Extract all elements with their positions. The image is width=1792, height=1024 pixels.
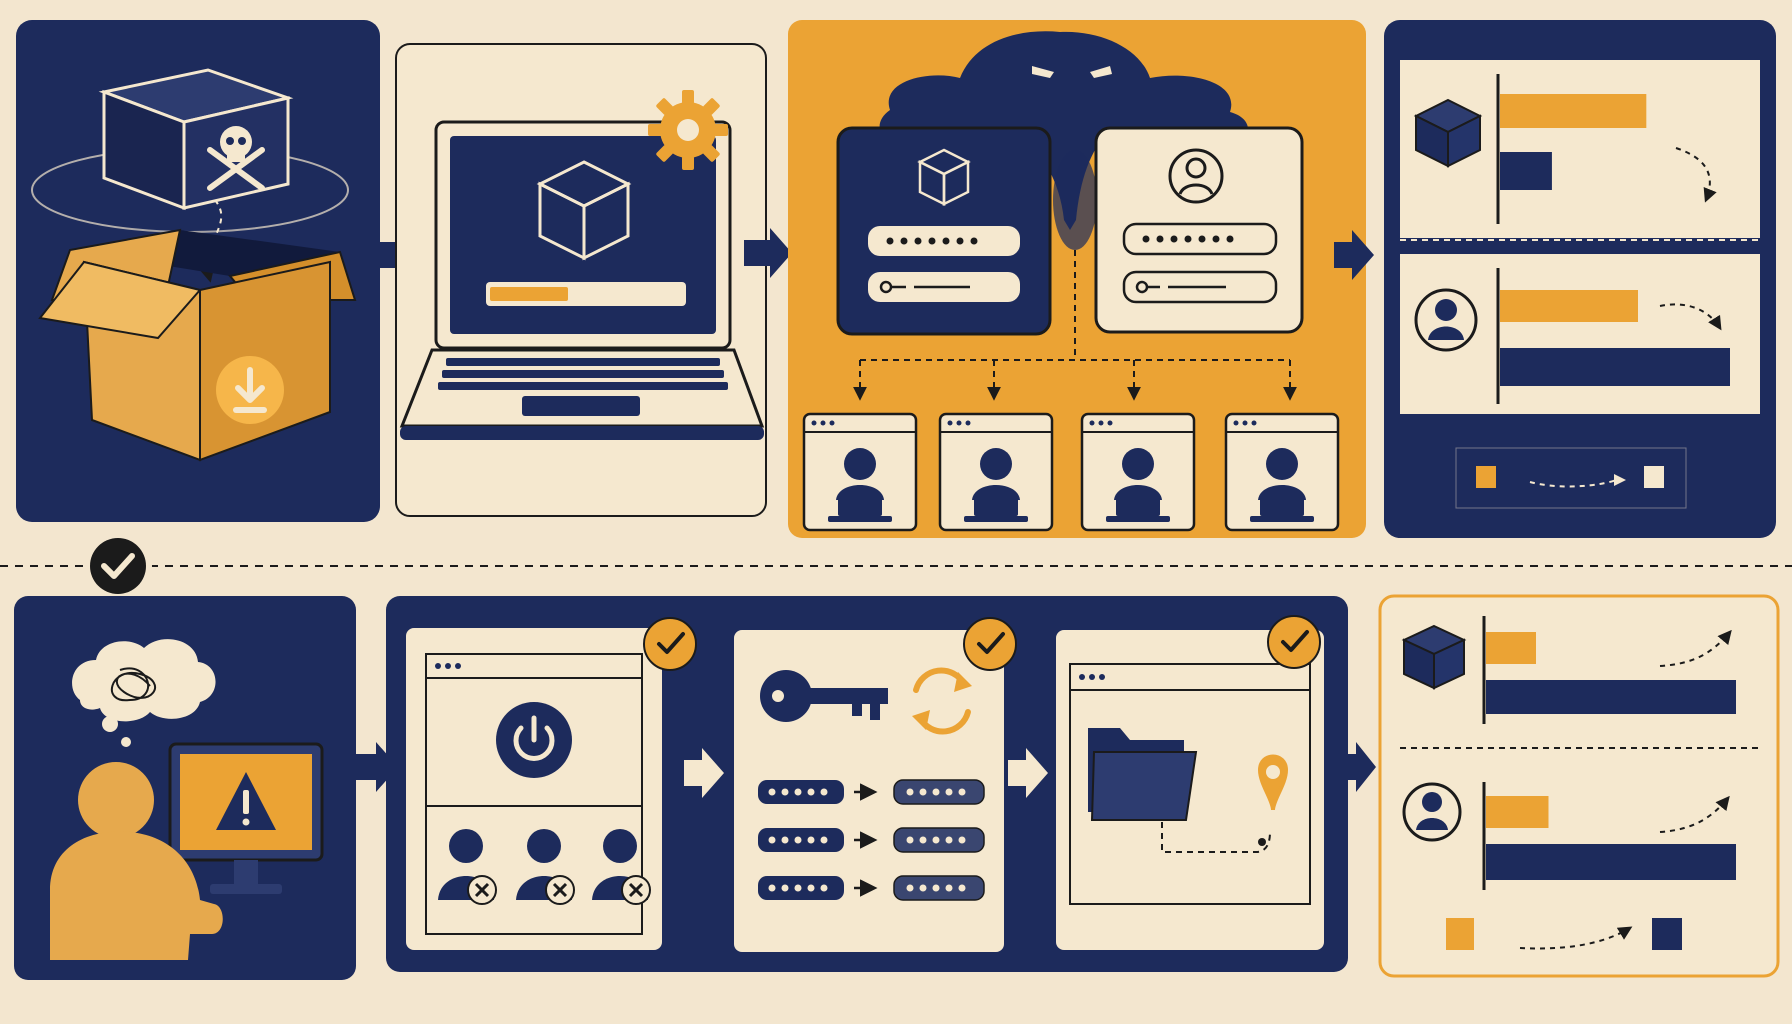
check-icon (84, 532, 152, 600)
panel-impact-bars (1384, 20, 1776, 538)
key-field (868, 272, 1020, 302)
panel-malicious-package (16, 20, 380, 522)
impact-user-bar-secondary (1500, 348, 1730, 386)
user-icon (1414, 288, 1478, 352)
warning-icon (216, 772, 276, 830)
user-icon (1168, 148, 1224, 204)
recovery-package-bar-secondary (1486, 680, 1736, 714)
power-icon (496, 702, 572, 778)
gear-icon (648, 90, 728, 170)
arrow-right (684, 748, 724, 798)
thought-bubble-icon (72, 639, 216, 747)
arrow-right (1334, 230, 1374, 280)
impact-package-bar-primary (1500, 94, 1647, 128)
credential-rotation-row (758, 779, 985, 805)
password-field (868, 226, 1020, 256)
recovery-user-bar-primary (1486, 796, 1549, 828)
step-locate-files (1056, 630, 1324, 950)
user-remove-icon (592, 829, 651, 905)
person-icon (50, 762, 223, 960)
cube-icon (1413, 98, 1483, 168)
browser-user-icon (1080, 412, 1196, 532)
impact-package-bar-secondary (1500, 152, 1552, 190)
recovery-user-bar-secondary (1486, 844, 1736, 880)
credential-rotation-row (758, 827, 985, 853)
cube-icon (1401, 624, 1467, 690)
skull-crossbones-icon (207, 126, 265, 191)
recovery-package-bar-primary (1486, 632, 1536, 664)
credential-rotation-row (758, 875, 985, 901)
panel-user-alert (14, 596, 356, 980)
browser-user-icon (802, 412, 918, 532)
arrow-right (1346, 742, 1376, 792)
arrow-right (356, 742, 398, 792)
legend-key (1455, 447, 1687, 509)
panel-laptop-install (395, 43, 767, 517)
arrow-right (1008, 748, 1048, 798)
step-rotate-credentials (734, 630, 1004, 952)
user-remove-icon (438, 829, 497, 905)
open-box-icon (38, 228, 357, 462)
folder-icon (1088, 728, 1198, 821)
browser-user-icon (938, 412, 1054, 532)
download-icon (216, 356, 284, 424)
password-field (1122, 222, 1278, 256)
check-badge (1267, 615, 1321, 669)
step-shutdown (406, 628, 662, 950)
cube-icon (536, 160, 632, 261)
legend-key (1446, 918, 1682, 950)
key-field (1122, 270, 1278, 304)
check-badge (643, 617, 697, 671)
panel-response-steps (386, 596, 1348, 972)
attacker-shadow-icon (879, 31, 1249, 250)
key-icon (760, 670, 888, 722)
package-credential-card (836, 126, 1052, 336)
arrow-right (744, 228, 792, 278)
user-credential-card (1094, 126, 1304, 334)
refresh-icon (912, 667, 972, 735)
browser-user-icon (1224, 412, 1340, 532)
impact-user-bar-primary (1500, 290, 1638, 322)
panel-attacker (788, 20, 1366, 538)
laptop-icon (399, 120, 765, 440)
panel-recovery-bars (1378, 594, 1780, 978)
user-icon (1402, 782, 1462, 842)
user-remove-icon (516, 829, 575, 905)
progress-bar (486, 282, 686, 306)
check-badge (963, 617, 1017, 671)
distribution-lines (853, 250, 1297, 401)
cube-icon (917, 148, 971, 207)
location-pin-icon (1257, 754, 1289, 811)
